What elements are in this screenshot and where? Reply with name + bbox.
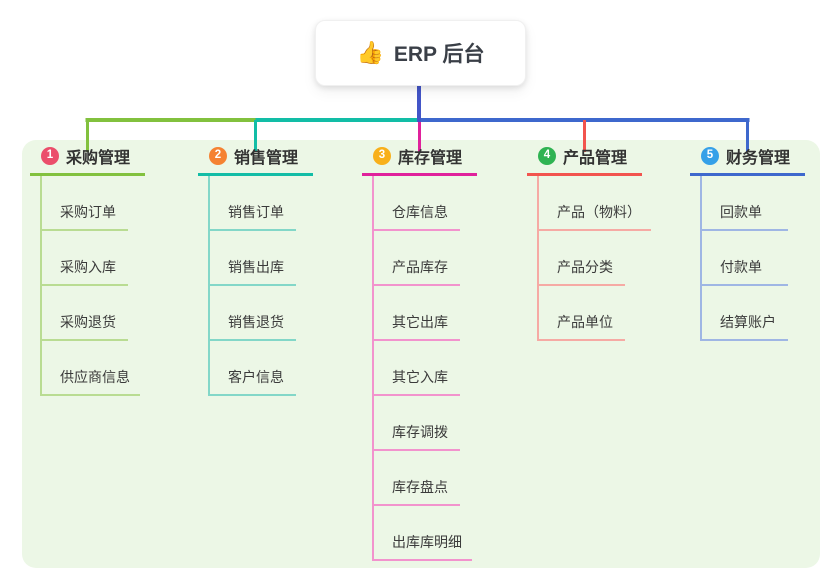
branch-title[interactable]: 2 销售管理 — [198, 140, 313, 176]
mindmap-node[interactable]: 采购退货 — [42, 286, 128, 341]
mindmap-node[interactable]: 其它出库 — [374, 286, 460, 341]
node-label: 其它出库 — [392, 313, 448, 330]
node-label: 出库库明细 — [392, 533, 462, 550]
branch-label: 产品管理 — [563, 149, 628, 167]
branch-number-badge: 3 — [373, 146, 391, 165]
branch-children: 回款单付款单结算账户 — [700, 176, 788, 341]
branch-number-badge: 2 — [209, 146, 227, 165]
branch-title[interactable]: 3 库存管理 — [362, 140, 477, 176]
node-label: 销售订单 — [228, 203, 284, 220]
node-label: 采购入库 — [60, 258, 116, 275]
node-label: 销售退货 — [228, 313, 284, 330]
mindmap-node[interactable]: 产品（物料） — [539, 176, 651, 231]
branch-label: 采购管理 — [66, 149, 131, 167]
mindmap-node[interactable]: 采购入库 — [42, 231, 128, 286]
branch-label: 库存管理 — [398, 149, 463, 167]
root-label: ERP 后台 — [393, 43, 485, 66]
branch-3: 3 库存管理仓库信息产品库存其它出库其它入库库存调拨库存盘点出库库明细 — [362, 140, 477, 561]
node-label: 客户信息 — [228, 368, 284, 385]
node-label: 销售出库 — [228, 258, 284, 275]
node-label: 产品单位 — [557, 313, 613, 330]
branch-1: 1 采购管理采购订单采购入库采购退货供应商信息 — [30, 140, 145, 396]
node-label: 库存调拨 — [392, 423, 448, 440]
mindmap-node[interactable]: 供应商信息 — [42, 341, 140, 396]
mindmap-node[interactable]: 销售退货 — [210, 286, 296, 341]
node-label: 采购订单 — [60, 203, 116, 220]
mindmap-node[interactable]: 采购订单 — [42, 176, 128, 231]
mindmap-node[interactable]: 出库库明细 — [374, 506, 472, 561]
node-label: 库存盘点 — [392, 478, 448, 495]
mindmap-node[interactable]: 回款单 — [702, 176, 788, 231]
mindmap-node[interactable]: 其它入库 — [374, 341, 460, 396]
mindmap-node[interactable]: 销售订单 — [210, 176, 296, 231]
node-label: 供应商信息 — [60, 368, 130, 385]
node-label: 产品（物料） — [557, 203, 641, 220]
mindmap-node[interactable]: 库存盘点 — [374, 451, 460, 506]
branch-children: 仓库信息产品库存其它出库其它入库库存调拨库存盘点出库库明细 — [372, 176, 472, 561]
mindmap-node[interactable]: 客户信息 — [210, 341, 296, 396]
branch-children: 产品（物料） 产品分类产品单位 — [537, 176, 651, 341]
branch-children: 采购订单采购入库采购退货供应商信息 — [40, 176, 140, 396]
branch-number-badge: 5 — [701, 146, 719, 165]
node-label: 回款单 — [720, 203, 762, 220]
branch-number-badge: 1 — [41, 146, 59, 165]
branch-2: 2 销售管理销售订单销售出库销售退货客户信息 — [198, 140, 313, 396]
mindmap-node[interactable]: 产品库存 — [374, 231, 460, 286]
mindmap-node[interactable]: 产品单位 — [539, 286, 625, 341]
branch-label: 财务管理 — [726, 149, 791, 167]
branch-title[interactable]: 1 采购管理 — [30, 140, 145, 176]
branch-label: 销售管理 — [234, 149, 299, 167]
branch-5: 5 财务管理回款单付款单结算账户 — [690, 140, 805, 341]
node-label: 仓库信息 — [392, 203, 448, 220]
mindmap-node[interactable]: 产品分类 — [539, 231, 625, 286]
branch-title[interactable]: 5 财务管理 — [690, 140, 805, 176]
mindmap-node[interactable]: 库存调拨 — [374, 396, 460, 451]
branch-title[interactable]: 4 产品管理 — [527, 140, 642, 176]
node-label: 产品分类 — [557, 258, 613, 275]
mindmap-node[interactable]: 结算账户 — [702, 286, 788, 341]
mindmap-panel — [22, 140, 820, 568]
mindmap-node[interactable]: 销售出库 — [210, 231, 296, 286]
branch-children: 销售订单销售出库销售退货客户信息 — [208, 176, 296, 396]
thumbs-up-icon: 👍 — [356, 40, 384, 65]
node-label: 其它入库 — [392, 368, 448, 385]
mindmap-node[interactable]: 仓库信息 — [374, 176, 460, 231]
branch-4: 4 产品管理产品（物料） 产品分类产品单位 — [527, 140, 651, 341]
mindmap-node[interactable]: 付款单 — [702, 231, 788, 286]
branch-number-badge: 4 — [538, 146, 556, 165]
node-label: 采购退货 — [60, 313, 116, 330]
root-node[interactable]: 👍 ERP 后台 — [315, 20, 526, 86]
node-label: 产品库存 — [392, 258, 448, 275]
node-label: 结算账户 — [720, 313, 776, 330]
node-label: 付款单 — [720, 258, 762, 275]
